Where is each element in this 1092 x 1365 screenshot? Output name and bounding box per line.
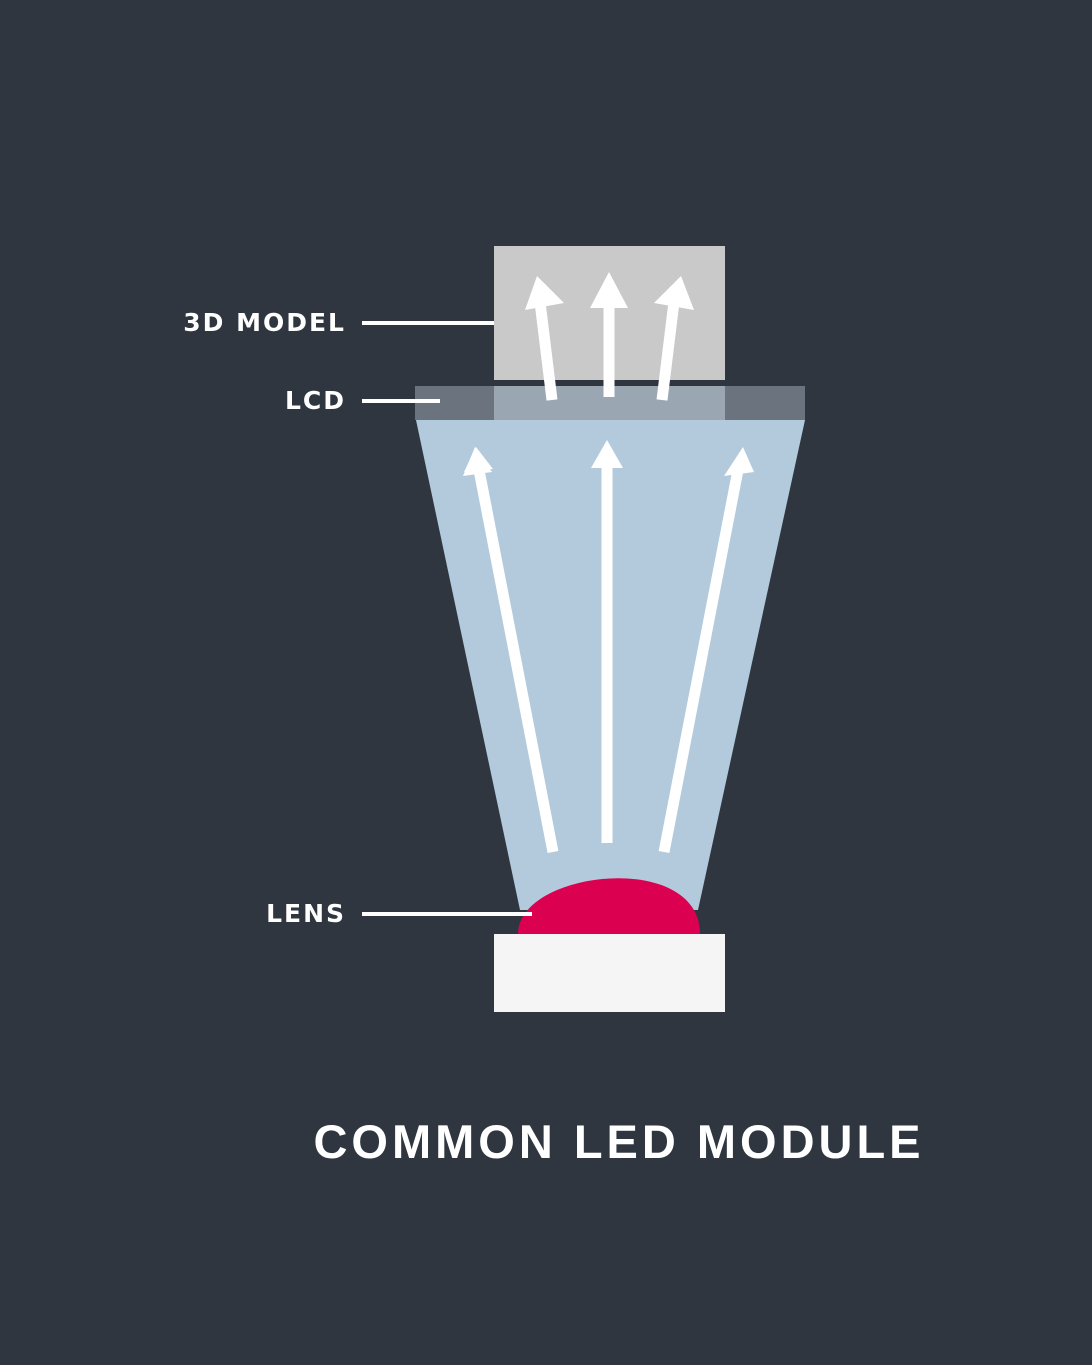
label-3d-model: 3D MODEL bbox=[183, 308, 346, 337]
label-lcd: LCD bbox=[284, 386, 346, 415]
lower-arrows bbox=[463, 440, 754, 854]
arrow-left-shaft bbox=[473, 468, 559, 854]
led-base bbox=[494, 934, 725, 1012]
upper-arrow-right-head bbox=[654, 276, 694, 310]
diagram-caption: COMMON LED MODULE bbox=[313, 1115, 925, 1168]
lens-dome bbox=[518, 878, 700, 934]
arrow-left-head-fill bbox=[463, 447, 492, 476]
label-lens: LENS bbox=[266, 899, 346, 928]
upper-arrows bbox=[525, 272, 694, 401]
upper-arrow-left-head bbox=[525, 276, 564, 310]
leader-lines bbox=[362, 321, 532, 916]
arrow-center-head bbox=[591, 440, 623, 468]
upper-arrow-center-head bbox=[590, 272, 628, 308]
upper-arrow-left-shaft bbox=[534, 301, 558, 401]
arrow-right-shaft bbox=[658, 468, 744, 854]
upper-arrow-right-shaft bbox=[656, 301, 680, 401]
arrow-right-head bbox=[724, 447, 754, 476]
